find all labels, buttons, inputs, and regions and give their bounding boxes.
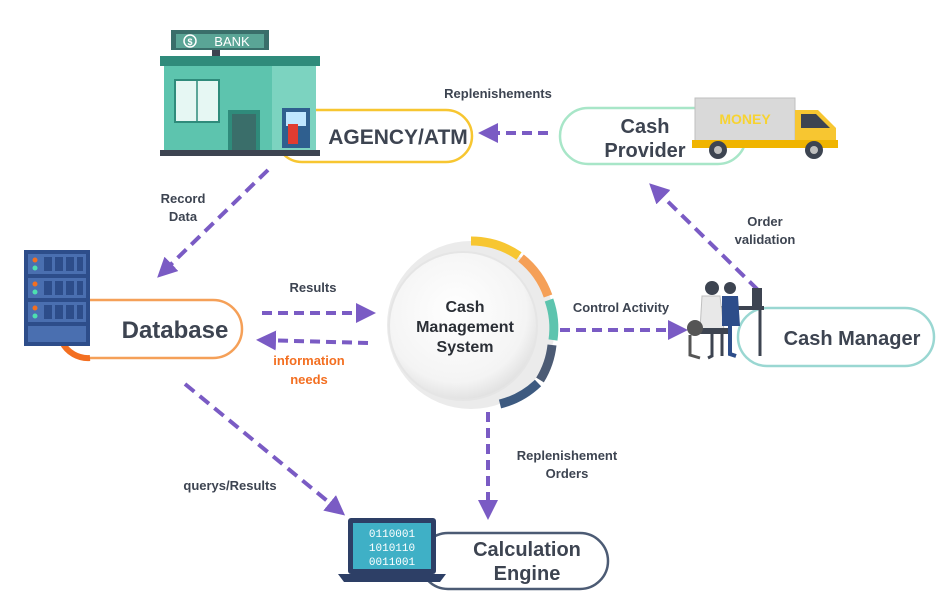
cms-title-2: Management <box>416 319 514 336</box>
arrow-information-needs <box>256 330 369 351</box>
svg-text:$: $ <box>187 37 192 47</box>
bank-building-icon: $ BANK <box>160 30 320 156</box>
cash-provider-title-2: Provider <box>604 140 685 162</box>
label-control-activity: Control Activity <box>573 300 670 315</box>
arrow-querys-results <box>183 382 346 516</box>
arrow-order-validation <box>649 183 760 292</box>
agency-title: AGENCY/ATM <box>328 126 468 149</box>
cms-title-1: Cash <box>445 299 484 316</box>
binary-line-2: 1010110 <box>369 543 415 555</box>
label-replenishement-orders-1: Replenishement <box>517 448 618 463</box>
arrows <box>157 123 760 520</box>
cash-manager-title: Cash Manager <box>784 328 921 350</box>
label-order-validation-1: Order <box>747 214 782 229</box>
calc-engine-title-2: Engine <box>494 563 561 585</box>
cms-title-3: System <box>437 339 494 356</box>
label-querys-results: querys/Results <box>183 478 276 493</box>
label-replenishements: Replenishements <box>444 86 552 101</box>
server-rack-icon <box>24 250 90 346</box>
database-title: Database <box>122 317 229 344</box>
calc-engine-title-1: Calculation <box>473 539 581 561</box>
binary-line-1: 0110001 <box>369 529 416 541</box>
label-replenishement-orders-2: Orders <box>546 466 589 481</box>
label-information-needs-2: needs <box>290 372 328 387</box>
label-record-data-2: Data <box>169 209 198 224</box>
label-results: Results <box>290 280 337 295</box>
label-information-needs-1: information <box>273 353 345 368</box>
arrow-record-data <box>157 168 270 278</box>
edge-labels: Replenishements Record Data Order valida… <box>161 86 796 493</box>
label-order-validation-2: validation <box>735 232 796 247</box>
bank-sign-text: BANK <box>214 34 250 49</box>
node-cash-provider: Cash Provider MONEY <box>558 97 838 166</box>
node-agency: AGENCY/ATM $ BANK <box>160 30 474 164</box>
binary-line-3: 0011001 <box>369 557 416 569</box>
cash-manager-pill <box>736 306 936 368</box>
cash-provider-title-1: Cash <box>621 116 670 138</box>
truck-sign-text: MONEY <box>719 111 771 127</box>
node-database: Database <box>24 250 244 362</box>
laptop-icon: 0110001 1010110 0011001 <box>338 518 446 582</box>
label-record-data-1: Record <box>161 191 206 206</box>
node-calculation-engine: Calculation Engine 0110001 1010110 00110… <box>338 518 610 591</box>
node-cash-management-system: Cash Management System <box>387 236 559 409</box>
money-truck-icon: MONEY <box>692 97 838 159</box>
node-cash-manager: Cash Manager <box>687 281 936 368</box>
managers-at-desk-icon <box>687 281 764 360</box>
